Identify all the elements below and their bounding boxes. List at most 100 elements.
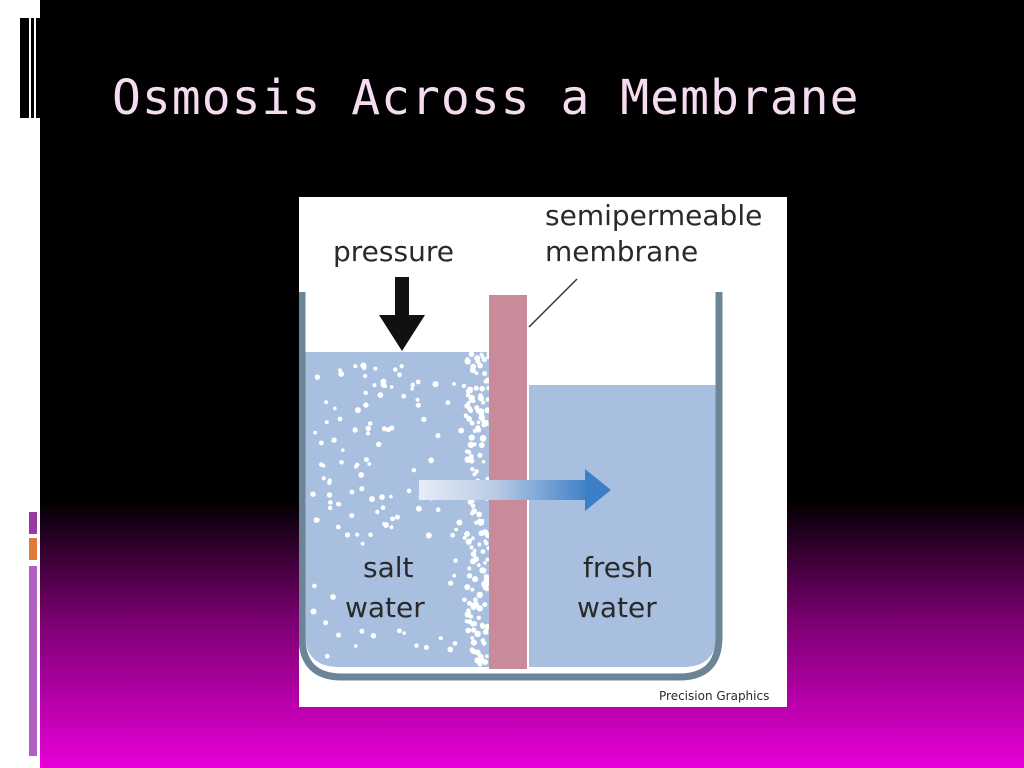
salt-particle bbox=[380, 382, 387, 388]
salt-particle bbox=[365, 425, 371, 432]
salt-particle bbox=[313, 430, 318, 435]
salt-particle bbox=[397, 372, 402, 378]
salt-particle bbox=[414, 643, 419, 648]
salt-particle bbox=[315, 517, 320, 523]
salt-particle bbox=[373, 366, 378, 371]
salt-particle bbox=[321, 476, 326, 481]
salt-particle bbox=[415, 397, 420, 402]
salt-particle bbox=[447, 646, 454, 653]
salt-particle-edge bbox=[482, 629, 489, 635]
salt-particle bbox=[344, 532, 351, 538]
salt-particle bbox=[458, 427, 465, 434]
salt-particle bbox=[389, 494, 393, 499]
salt-particle-edge bbox=[464, 531, 470, 537]
salt-particle-edge bbox=[477, 362, 483, 369]
salt-particle-edge bbox=[474, 355, 481, 362]
salt-particle bbox=[415, 379, 421, 385]
salt-particle bbox=[341, 448, 345, 452]
salt-particle-edge bbox=[484, 407, 491, 414]
salt-particle-edge bbox=[470, 636, 475, 640]
salt-particle bbox=[359, 486, 365, 492]
salt-particle-edge bbox=[477, 518, 483, 524]
salt-water bbox=[305, 352, 489, 667]
salt-particle bbox=[415, 402, 421, 408]
salt-particle bbox=[401, 393, 406, 399]
salt-particle bbox=[438, 636, 443, 641]
salt-particle-edge bbox=[479, 385, 485, 392]
salt-particle-edge bbox=[467, 441, 475, 448]
salt-particle bbox=[338, 368, 342, 373]
salt-particle bbox=[375, 509, 380, 515]
salt-particle-edge bbox=[466, 449, 472, 455]
salt-particle-edge bbox=[483, 561, 487, 565]
salt-particle bbox=[410, 382, 416, 388]
salt-particle-edge bbox=[468, 408, 474, 414]
salt-particle bbox=[380, 505, 386, 511]
salt-particle-edge bbox=[477, 452, 483, 458]
salt-particle bbox=[363, 457, 369, 463]
salt-particle bbox=[399, 364, 404, 369]
salt-particle bbox=[319, 462, 324, 467]
salt-particle bbox=[353, 364, 358, 369]
salt-particle-edge bbox=[473, 597, 478, 603]
membrane-leader-line bbox=[528, 278, 578, 328]
salt-particle-edge bbox=[469, 545, 474, 550]
salt-particle bbox=[382, 522, 386, 526]
salt-particle-edge bbox=[477, 653, 482, 658]
salt-particle-edge bbox=[476, 605, 483, 612]
salt-particle bbox=[462, 597, 467, 603]
salt-particle-edge bbox=[478, 442, 485, 449]
salt-particle bbox=[352, 427, 358, 433]
salt-particle bbox=[318, 440, 324, 446]
salt-particle-edge bbox=[470, 503, 476, 509]
salt-particle-edge bbox=[472, 428, 477, 433]
salt-particle bbox=[363, 402, 369, 408]
salt-particle-edge bbox=[472, 472, 477, 477]
salt-particle bbox=[337, 416, 343, 422]
salt-particle bbox=[448, 580, 454, 586]
salt-particle-edge bbox=[484, 623, 491, 630]
salt-particle-edge bbox=[470, 587, 475, 592]
salt-particle-edge bbox=[466, 608, 471, 613]
decor-line-1 bbox=[29, 18, 31, 118]
salt-particle bbox=[435, 507, 441, 512]
salt-particle bbox=[397, 628, 402, 634]
salt-particle-edge bbox=[469, 397, 475, 403]
fresh-water bbox=[529, 385, 717, 667]
salt-particle-edge bbox=[470, 551, 477, 557]
salt-particle-edge bbox=[482, 602, 488, 608]
salt-particle bbox=[445, 400, 451, 406]
salt-particle-edge bbox=[470, 363, 477, 370]
salt-particle-edge bbox=[485, 397, 490, 402]
salt-particle-edge bbox=[468, 434, 475, 441]
salt-particle bbox=[402, 631, 406, 635]
salt-particle bbox=[390, 516, 395, 522]
salt-particle bbox=[333, 406, 337, 411]
salt-particle bbox=[406, 488, 412, 494]
salt-particle bbox=[327, 505, 333, 511]
salt-particle-edge bbox=[464, 611, 471, 618]
down-arrow-icon bbox=[379, 277, 425, 351]
salt-particle bbox=[367, 462, 372, 466]
salt-particle-edge bbox=[472, 442, 477, 447]
salt-particle bbox=[425, 532, 432, 539]
salt-particle bbox=[366, 431, 371, 436]
salt-water-label-line2: water bbox=[345, 591, 425, 624]
salt-particle bbox=[453, 558, 458, 563]
salt-particle-edge bbox=[470, 602, 476, 609]
salt-particle bbox=[355, 462, 360, 467]
salt-particle-edge bbox=[481, 357, 487, 363]
salt-particle-edge bbox=[473, 385, 479, 391]
salt-particle-edge bbox=[474, 371, 479, 376]
salt-particle-edge bbox=[472, 556, 479, 563]
salt-particle bbox=[361, 365, 367, 371]
salt-particle-edge bbox=[480, 549, 486, 554]
salt-particle bbox=[327, 480, 332, 485]
salt-particle-edge bbox=[465, 629, 470, 634]
salt-particle bbox=[462, 535, 467, 540]
salt-particle-edge bbox=[468, 538, 473, 543]
salt-particle bbox=[336, 632, 341, 638]
salt-particle-edge bbox=[485, 557, 490, 562]
salt-particle bbox=[421, 416, 427, 423]
salt-particle-edge bbox=[476, 615, 481, 620]
